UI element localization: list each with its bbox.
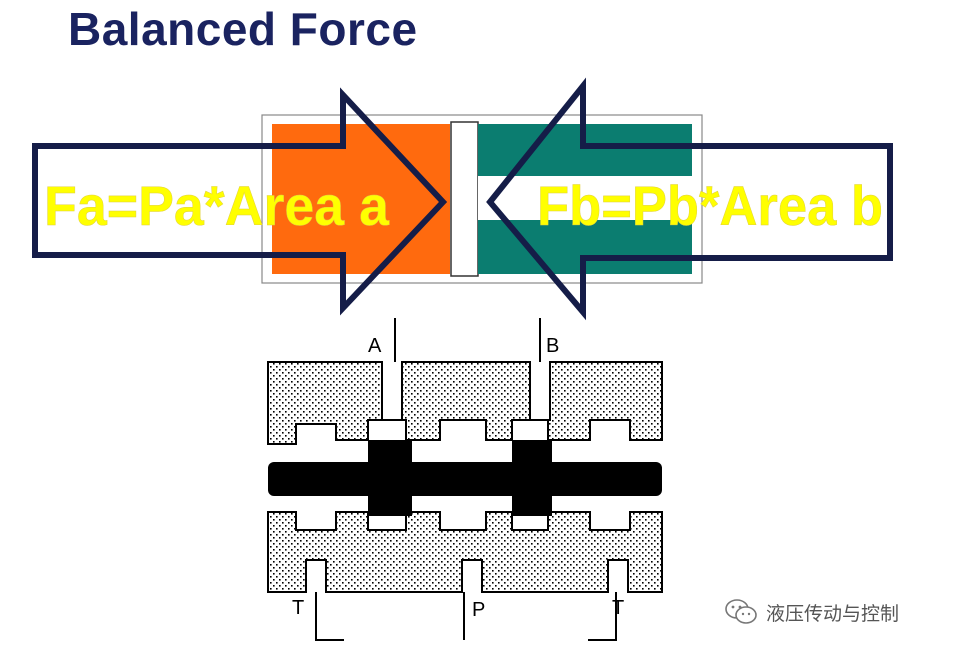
port-label-a: A — [368, 335, 382, 357]
wechat-icon — [725, 599, 757, 624]
rod-window — [478, 176, 692, 220]
piston — [450, 121, 479, 277]
force-arrow-right — [486, 77, 893, 321]
valve-body-upper — [267, 361, 663, 445]
force-arrow-left — [32, 87, 448, 316]
port-label-t-right: T — [612, 597, 624, 619]
watermark-text: 液压传动与控制 — [766, 602, 900, 625]
spool-land-right — [512, 440, 552, 516]
valve-body-lower — [267, 511, 663, 593]
port-t-right-line — [588, 592, 617, 641]
page-title: Balanced Force — [68, 3, 418, 55]
force-label-a: Fa=Pa*Area a — [44, 174, 390, 237]
spool-rod — [268, 462, 662, 496]
force-label-b: Fb=Pb*Area b — [537, 174, 883, 237]
watermark: 液压传动与控制 — [724, 598, 899, 626]
port-t-left-line — [315, 592, 344, 641]
port-label-t-left: T — [292, 597, 304, 619]
port-label-p: P — [472, 599, 485, 621]
spool-land-left — [368, 440, 412, 516]
spool-valve: A B P T T — [267, 318, 663, 641]
port-label-b: B — [546, 335, 559, 357]
